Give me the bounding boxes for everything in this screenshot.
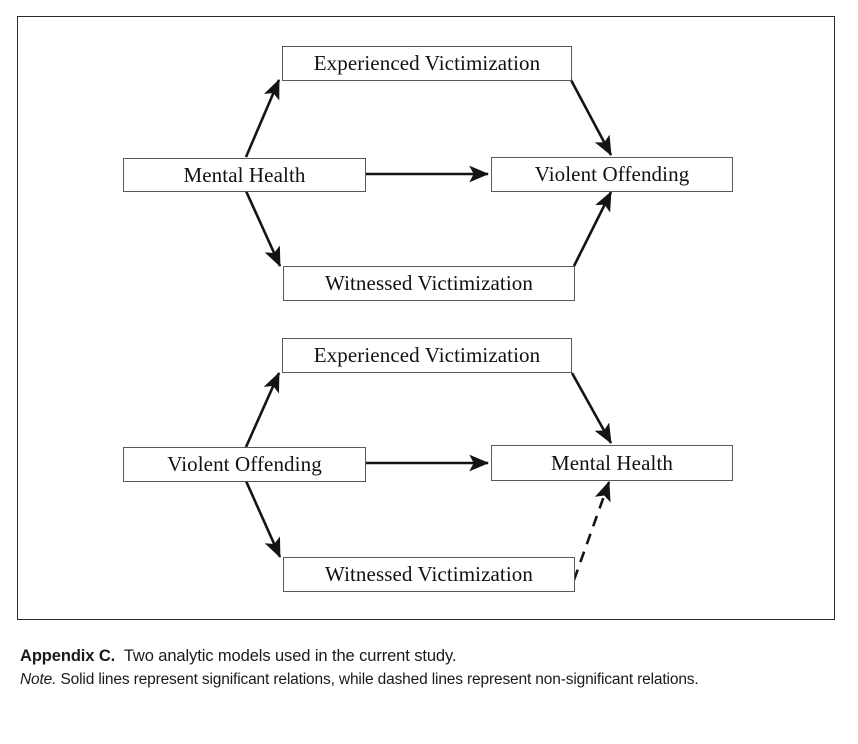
- node-violent-offending-model2[interactable]: Violent Offending: [123, 447, 366, 482]
- node-label: Witnessed Victimization: [324, 271, 533, 295]
- node-witnessed-victimization-model1[interactable]: Witnessed Victimization: [283, 266, 575, 301]
- edge2-violentoffending-to-experienced: [244, 372, 281, 448]
- node-mental-health-model2[interactable]: Mental Health: [491, 445, 733, 481]
- edge2-violentoffending-to-witnessed: [244, 480, 282, 558]
- note-text: Solid lines represent significant relati…: [56, 671, 699, 688]
- node-witnessed-victimization-model2[interactable]: Witnessed Victimization: [283, 557, 575, 592]
- caption-title: Two analytic models used in the current …: [123, 647, 457, 665]
- edge-mentalhealth-to-experienced: [244, 79, 281, 158]
- node-experienced-victimization-model2[interactable]: Experienced Victimization: [282, 338, 572, 373]
- edge2-witnessed-to-mentalhealth-dashed: [572, 481, 611, 581]
- edge-mentalhealth-to-witnessed: [244, 190, 282, 267]
- node-label: Experienced Victimization: [313, 343, 541, 367]
- caption-title-line: Appendix C. Two analytic models used in …: [20, 644, 820, 668]
- node-experienced-victimization-model1[interactable]: Experienced Victimization: [282, 46, 572, 81]
- node-label: Witnessed Victimization: [324, 562, 533, 586]
- node-mental-health-model1[interactable]: Mental Health: [123, 158, 366, 192]
- caption-note-line: Note. Solid lines represent significant …: [20, 669, 810, 692]
- node-label: Experienced Victimization: [313, 51, 541, 75]
- edge2-experienced-to-mentalhealth: [570, 372, 613, 444]
- edge-experienced-to-violentoffending: [569, 79, 613, 156]
- diagram-arrows: [244, 79, 613, 581]
- node-label: Violent Offending: [534, 162, 690, 186]
- node-label: Mental Health: [550, 450, 673, 475]
- node-label: Violent Offending: [167, 452, 322, 476]
- node-violent-offending-model1[interactable]: Violent Offending: [491, 157, 733, 192]
- figure-caption: Appendix C. Two analytic models used in …: [20, 644, 820, 692]
- figure-frame: Experienced Victimization Mental Health …: [17, 16, 835, 620]
- edge-witnessed-to-violentoffending: [572, 191, 613, 267]
- node-label: Mental Health: [183, 162, 306, 187]
- note-label: Note.: [20, 671, 57, 688]
- caption-label: Appendix C.: [20, 647, 116, 665]
